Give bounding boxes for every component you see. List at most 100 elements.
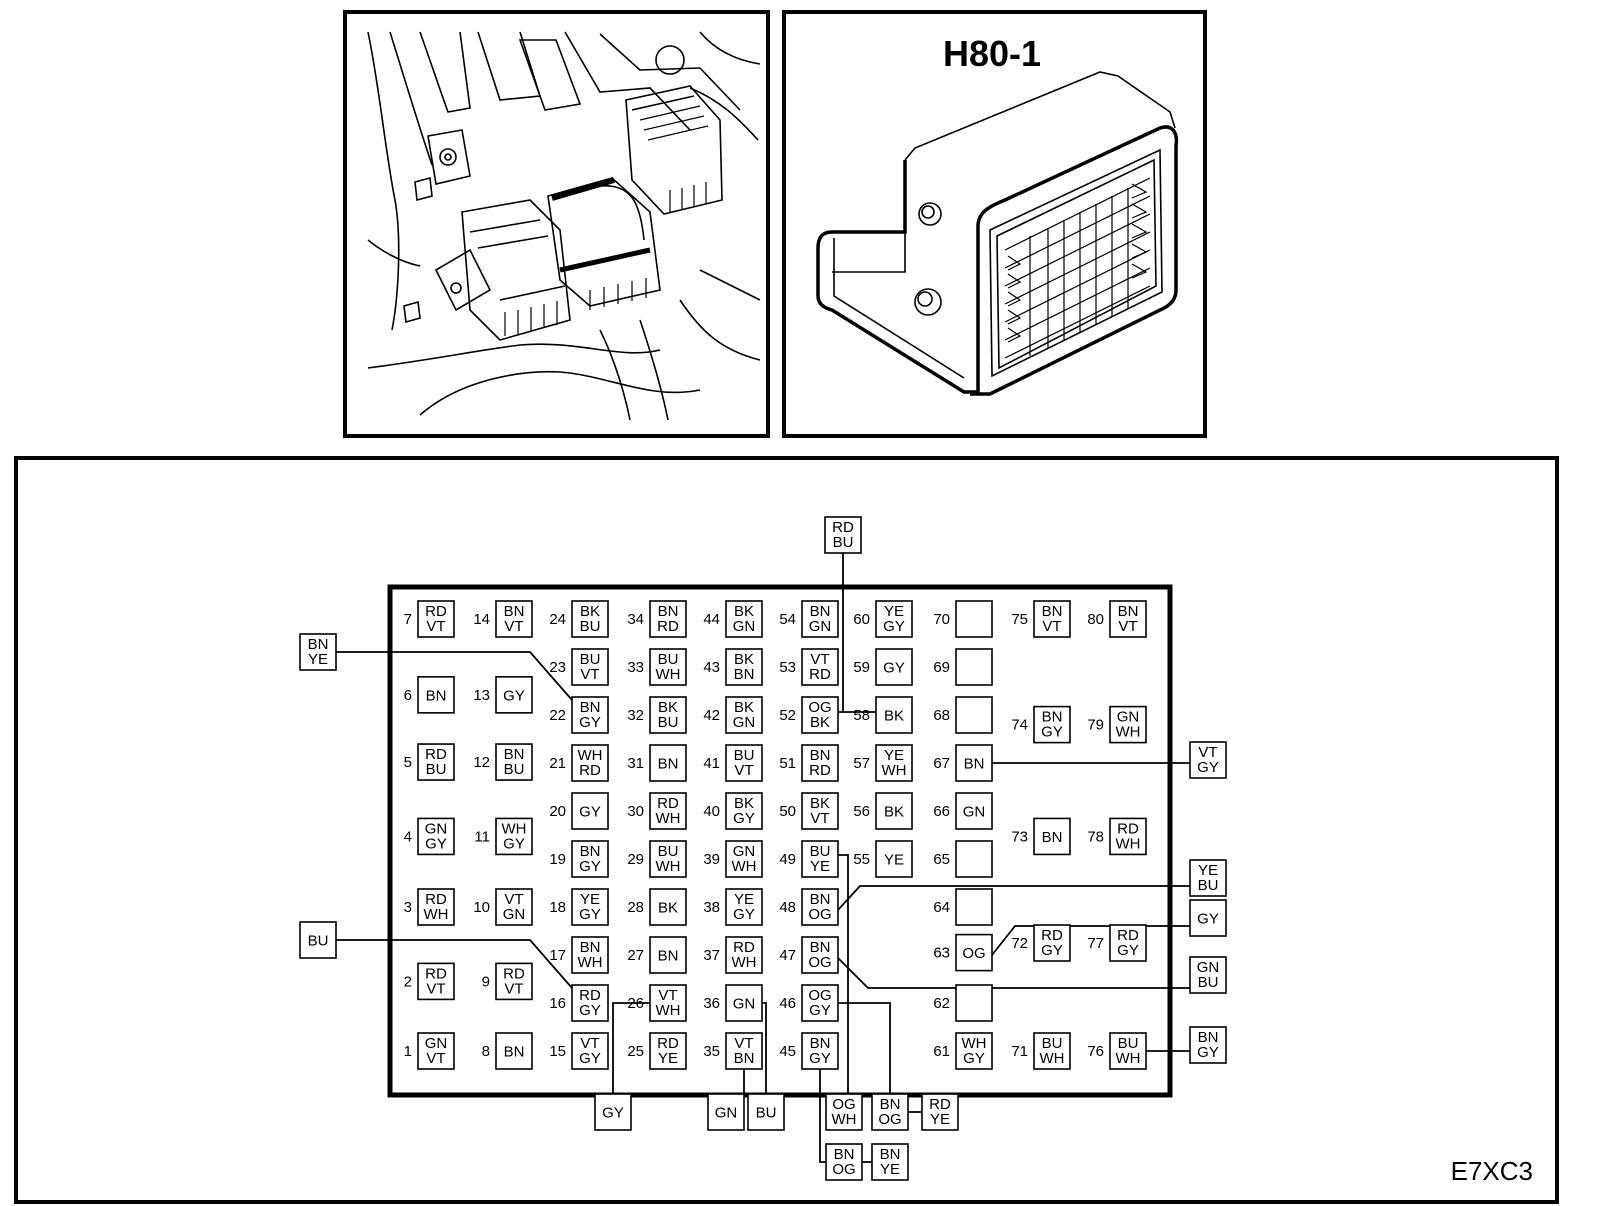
- wire-color-primary: BK: [810, 795, 830, 812]
- pin-number: 63: [933, 945, 950, 962]
- wire-color-primary: GN: [425, 820, 448, 837]
- wire-color-primary: WH: [962, 1035, 987, 1052]
- wire-color-stripe: OG: [808, 954, 831, 971]
- pin-number: 16: [549, 995, 566, 1012]
- cavity-grid: [1004, 177, 1151, 359]
- pin-number: 49: [779, 851, 796, 868]
- external-wire-label: GY: [1189, 899, 1227, 937]
- pin-number: 2: [404, 973, 412, 990]
- wire-color-primary: GN: [1117, 709, 1140, 726]
- wire-color-stripe: BU: [504, 761, 525, 778]
- wire-color-primary: BN: [880, 1146, 901, 1163]
- pin-number: 74: [1011, 717, 1028, 734]
- connector-title: H80-1: [943, 33, 1041, 74]
- wire-color-stripe: WH: [1116, 835, 1141, 852]
- wire-color-box: [801, 984, 839, 1022]
- wire-color-box: [955, 744, 993, 782]
- wire-color-primary: RD: [657, 1035, 679, 1052]
- pin-number: 72: [1011, 935, 1028, 952]
- pin-number: 10: [473, 899, 490, 916]
- wire-color: BN: [658, 756, 679, 773]
- wire-color-box: [1033, 924, 1071, 962]
- wire-color-primary: YE: [884, 603, 904, 620]
- wire-color-box: [571, 840, 609, 878]
- wire-color-stripe: GN: [809, 618, 832, 635]
- wire-color-box: [571, 984, 609, 1022]
- wire-color-primary: RD: [733, 939, 755, 956]
- wire-color-stripe: WH: [424, 906, 449, 923]
- wire-color-stripe: BU: [580, 618, 601, 635]
- pin-number: 39: [703, 851, 720, 868]
- wire-color-stripe: YE: [308, 651, 328, 668]
- wire-color-box: [955, 792, 993, 830]
- wire-color-primary: VT: [1198, 744, 1217, 761]
- external-wire-box: [871, 1143, 909, 1181]
- wire-color-primary: VT: [810, 651, 829, 668]
- wire-color-primary: VT: [734, 1035, 753, 1052]
- wire-color-stripe: VT: [426, 1050, 445, 1067]
- pin-number: 80: [1087, 611, 1104, 628]
- wire-color-box: [801, 648, 839, 686]
- wire-color-box: [417, 600, 455, 638]
- pin-number: 29: [627, 851, 644, 868]
- wire-color-stripe: RD: [809, 762, 831, 779]
- pin-number: 37: [703, 947, 720, 964]
- empty-cavity: [955, 984, 993, 1022]
- wire-color-primary: OG: [808, 699, 831, 716]
- pin-number: 20: [549, 803, 566, 820]
- wire-color-stripe: WH: [578, 954, 603, 971]
- pinout-panel: [14, 456, 1559, 1204]
- wire-color-stripe: BN: [734, 666, 755, 683]
- pin-number: 5: [404, 754, 412, 771]
- wire-color-box: [495, 962, 533, 1001]
- wire-color-box: [1109, 817, 1147, 856]
- wire-color-box: [649, 792, 687, 830]
- wire-color-box: [649, 600, 687, 638]
- wire-color-box: [649, 696, 687, 734]
- wire-color-box: [649, 648, 687, 686]
- pin-number: 73: [1011, 828, 1028, 845]
- pin-number: 23: [549, 659, 566, 676]
- pin-number: 30: [627, 803, 644, 820]
- wire-color-box: [725, 648, 763, 686]
- wire-color: GN: [733, 996, 756, 1013]
- wire-color-primary: BK: [734, 795, 754, 812]
- wire-color-stripe: GY: [809, 1050, 831, 1067]
- pin-number: 27: [627, 947, 644, 964]
- wire-color-box: [417, 676, 455, 714]
- wire-color-stripe: WH: [832, 1111, 857, 1128]
- wire-color: BN: [658, 948, 679, 965]
- wire-color-box: [725, 600, 763, 638]
- wire-color-box: [417, 888, 455, 926]
- pin-number: 38: [703, 899, 720, 916]
- wire-color-box: [725, 840, 763, 878]
- wire-color-primary: BN: [1118, 603, 1139, 620]
- wire-color-primary: BN: [834, 1146, 855, 1163]
